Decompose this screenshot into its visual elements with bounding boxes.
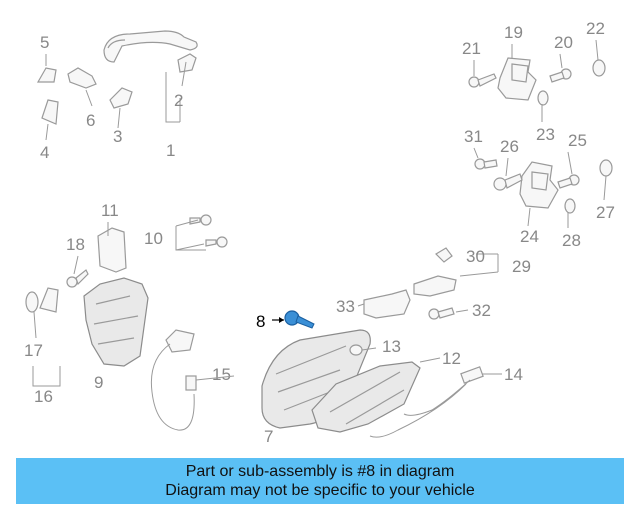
callout-27: 27 [596,203,615,222]
callout-13: 13 [382,337,401,356]
callout-7: 7 [264,427,273,446]
banner-line-2: Diagram may not be specific to your vehi… [165,482,475,499]
banner-line-1: Part or sub-assembly is #8 in diagram [185,463,455,480]
bushing-part-28 [564,198,576,214]
callout-2: 2 [174,91,183,110]
callout-3: 3 [113,127,122,146]
grommet-part-13 [349,344,363,356]
bolt-part-31 [474,158,498,170]
callout-22: 22 [586,19,605,38]
bolt-part-26 [493,173,523,191]
callout-20: 20 [554,33,573,52]
info-banner: Part or sub-assembly is #8 in diagram Di… [16,458,624,504]
bolt-part-25 [557,174,580,189]
callout-24: 24 [520,227,539,246]
callout-14: 14 [504,365,523,384]
latch-cover-part-16 [25,291,39,313]
callout-9: 9 [94,373,103,392]
trim-part-12 [311,361,421,433]
callout-17: 17 [24,341,43,360]
callout-30: 30 [466,247,485,266]
handle-part-33 [363,289,411,319]
handle-cap-part-4 [41,99,59,125]
callout-21: 21 [462,39,481,58]
bolt-part-32 [428,307,455,320]
callout-4: 4 [40,143,49,162]
bolt-part-20 [549,68,572,83]
door-latch-part-9 [83,277,149,367]
callout-18: 18 [66,235,85,254]
latch-bracket-part-11 [97,227,127,273]
handle-cover-part-5 [36,67,57,83]
callout-1: 1 [166,141,175,160]
handle-cover-part-3 [109,87,133,109]
callout-15: 15 [212,365,231,384]
callout-26: 26 [500,137,519,156]
callout-25: 25 [568,131,587,150]
washer-part-27 [599,159,613,177]
screw-part-8 [284,310,315,329]
outside-handle [103,30,198,63]
cable-end [185,375,197,391]
bolt-part-18 [66,269,89,288]
handle-cover-part-2 [177,53,197,73]
bolt-part-21 [468,73,497,88]
hinge-upper [497,57,537,101]
callout-19: 19 [504,23,523,42]
callout-16: 16 [34,387,53,406]
cable-part-14 [369,366,484,438]
callout-33: 33 [336,297,355,316]
washer-part-22 [592,59,606,77]
bushing-part-23 [537,90,549,106]
callout-6: 6 [86,111,95,130]
callout-5: 5 [40,33,49,52]
callout-23: 23 [536,125,555,144]
callout-31: 31 [464,127,483,146]
callout-12: 12 [442,349,461,368]
handle-bracket-part-6 [67,67,97,89]
callout-8: 8 [256,312,265,331]
callout-29: 29 [512,257,531,276]
lock-cable-part-15 [150,329,195,431]
latch-cover-part-17 [39,287,59,313]
callout-11: 11 [101,201,119,220]
callout-32: 32 [472,301,491,320]
bolt-part-10 [189,214,228,248]
hinge-lower [519,161,559,209]
callout-10: 10 [144,229,163,248]
bracket-part-30 [413,247,457,297]
callout-28: 28 [562,231,581,250]
